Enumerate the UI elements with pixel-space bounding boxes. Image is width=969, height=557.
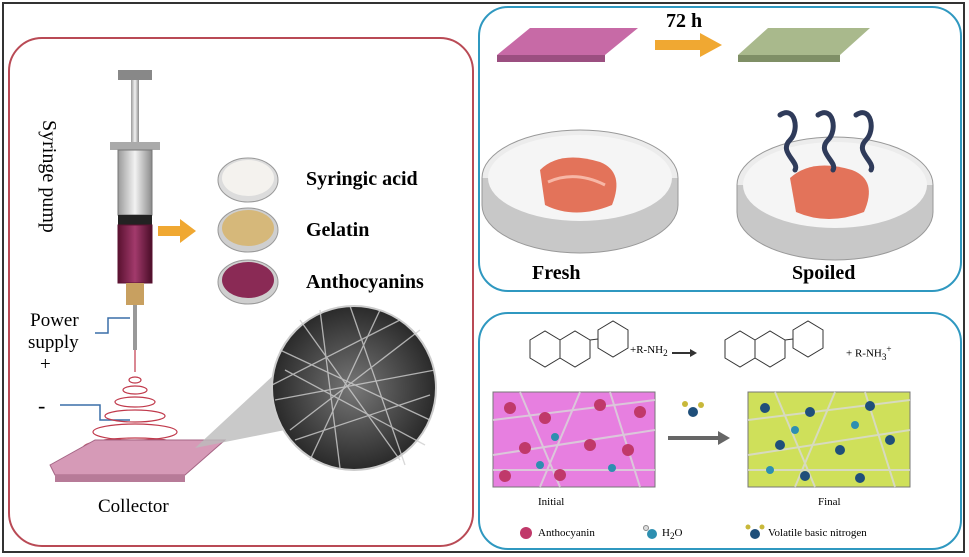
initial-to-final-arrow (668, 431, 730, 445)
time-arrow (655, 33, 722, 57)
anthocyanin-dot-icon (520, 527, 532, 539)
syringe (110, 70, 160, 350)
gelatin-label: Gelatin (306, 219, 370, 241)
spoiled-film (738, 28, 870, 55)
fresh-film (497, 28, 638, 55)
fresh-dish (481, 129, 679, 254)
minus-terminal-label: - (38, 393, 46, 418)
reaction-arrow (672, 349, 697, 357)
material-arrow (158, 219, 196, 243)
reaction-product-right: + R-NH3+ (846, 344, 892, 362)
anthocyanin-structure-final (724, 320, 824, 368)
spoiled-dish (736, 136, 934, 261)
freshness-panel (478, 6, 962, 292)
sem-fiber-image (271, 305, 437, 471)
collector-plate (49, 439, 227, 476)
anthocyanins-label: Anthocyanins (306, 271, 424, 293)
anthocyanin-structure-initial (529, 320, 629, 368)
fresh-label: Fresh (532, 262, 581, 284)
spoiled-label: Spoiled (792, 262, 856, 284)
final-label: Final (818, 496, 841, 508)
legend-water: H2O (662, 527, 683, 542)
time-label: 72 h (666, 10, 703, 32)
syringic-acid-label: Syringic acid (306, 168, 418, 190)
collector-label: Collector (98, 496, 169, 517)
nitrogen-molecule-above-arrow (682, 401, 704, 417)
legend-anthocyanin: Anthocyanin (538, 527, 595, 539)
reaction-reagent-left: +R-NH2 (630, 344, 668, 359)
power-supply-label: Power supply (28, 310, 79, 353)
legend-volatile-nitrogen: Volatile basic nitrogen (768, 527, 867, 539)
magnifier-cone (195, 360, 290, 448)
anthocyanins-bowl (217, 259, 279, 305)
syringe-pump-label: Syringe pump (38, 120, 60, 233)
odor-waves (777, 110, 875, 173)
final-film (747, 391, 911, 488)
water-molecule-icon (643, 525, 657, 539)
mechanism-panel (478, 312, 962, 550)
initial-film (492, 391, 656, 488)
plus-terminal-label: + (40, 354, 51, 375)
nitrogen-molecule-icon (745, 524, 765, 539)
syringic-acid-bowl (217, 157, 279, 203)
gelatin-bowl (217, 207, 279, 253)
initial-label: Initial (538, 496, 565, 508)
